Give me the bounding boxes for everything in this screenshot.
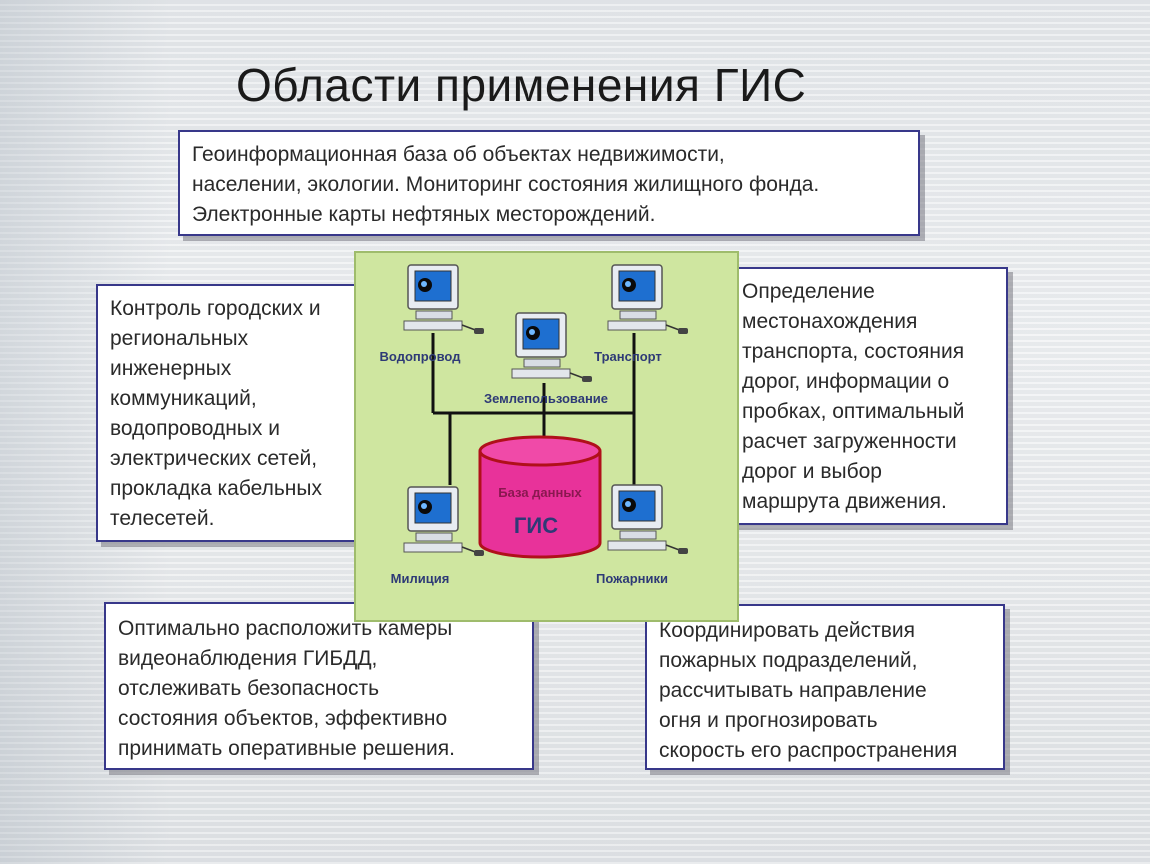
box-transport: Определение местонахождения транспорта, … <box>728 267 1008 525</box>
computer-icon-land <box>511 312 593 383</box>
database-label: База данных <box>498 485 582 500</box>
computer-icon-water <box>403 264 485 335</box>
computer-icon-fire <box>607 484 689 555</box>
box-firefighters: Координировать действия пожарных подразд… <box>645 604 1005 770</box>
label-fire: Пожарники <box>596 571 668 586</box>
label-land: Землепользование <box>484 391 608 406</box>
label-police: Милиция <box>391 571 450 586</box>
label-transport: Транспорт <box>594 349 662 364</box>
computer-icon-police <box>403 486 485 557</box>
computer-icon-transport <box>607 264 689 335</box>
slide-title: Области применения ГИС <box>236 59 807 111</box>
label-water: Водопровод <box>380 349 462 364</box>
database-cylinder-icon: База данных ГИС <box>478 435 602 559</box>
database-gis-label: ГИС <box>514 513 558 538</box>
gis-network-diagram: База данных ГИС Водопровод Транспорт Зем… <box>380 264 689 586</box>
box-utilities: Контроль городских и региональных инжене… <box>96 284 372 542</box>
box-real-estate: Геоинформационная база об объектах недви… <box>178 130 920 236</box>
gis-diagram-panel: База данных ГИС Водопровод Транспорт Зем… <box>354 251 739 622</box>
network-lines <box>431 333 636 485</box>
box-traffic-police: Оптимально расположить камеры видеонаблю… <box>104 602 534 770</box>
